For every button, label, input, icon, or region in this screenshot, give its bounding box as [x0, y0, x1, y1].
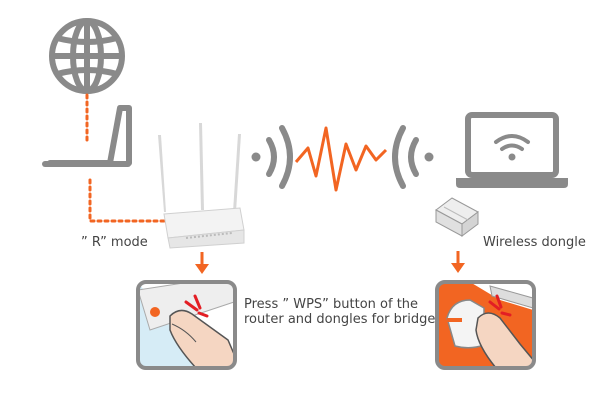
router-mode-label: ” R” mode: [81, 235, 148, 250]
usb-dongle-icon: [436, 198, 478, 236]
right-laptop-wifi-icon: [456, 115, 568, 188]
dongle-wps-panel: [437, 282, 540, 368]
globe-icon: [52, 21, 122, 91]
signal-zigzag: [296, 128, 386, 190]
left-down-arrow: [195, 252, 209, 274]
wireless-dongle-label: Wireless dongle: [483, 235, 586, 250]
right-down-arrow: [451, 251, 465, 273]
router-wps-panel: [138, 282, 240, 368]
router-icon: [158, 123, 244, 248]
left-wireless-waves-icon: [252, 128, 291, 186]
right-wireless-waves-icon: [395, 128, 434, 186]
wps-instruction-text: Press ” WPS” button of the router and do…: [244, 297, 444, 327]
